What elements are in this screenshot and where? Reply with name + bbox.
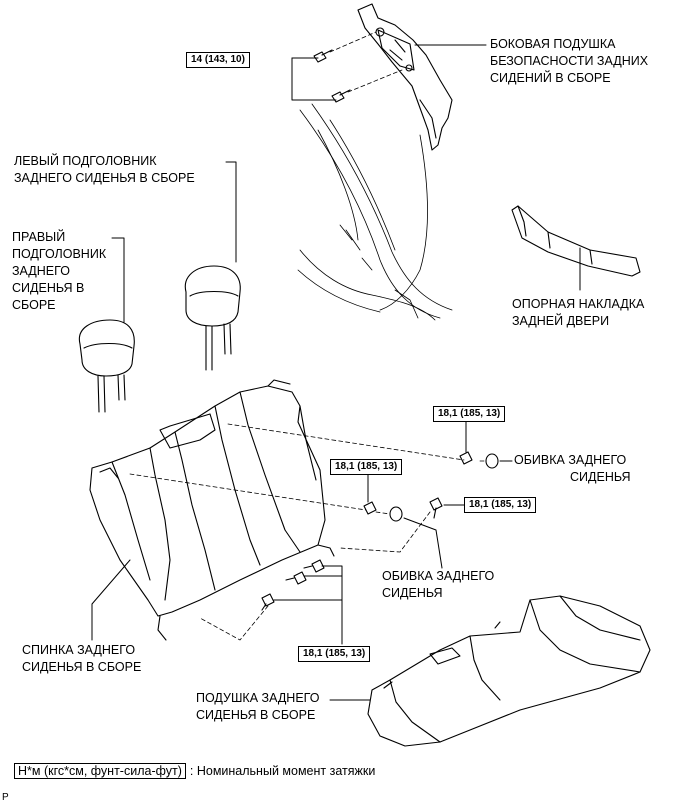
- seatback-part: [89, 379, 335, 641]
- legend-unit-box: Н*м (кгс*см, фунт-сила-фут): [14, 763, 186, 779]
- door-scuff-plate-part: [511, 205, 641, 277]
- torque-spec-side-bolt: 18,1 (185, 13): [464, 497, 537, 513]
- side-airbag-part: [357, 3, 453, 151]
- torque-legend: Н*м (кгс*см, фунт-сила-фут): Номинальный…: [14, 763, 376, 779]
- seat-cushion-part: [367, 595, 651, 747]
- assembly-dashed-lines: [129, 31, 487, 641]
- fastener-bolts: [261, 49, 499, 611]
- torque-spec-upper-nut: 18,1 (185, 13): [433, 406, 506, 422]
- torque-spec-middle-nut: 18,1 (185, 13): [330, 459, 403, 475]
- torque-spec-airbag-bolts: 14 (143, 10): [186, 52, 250, 68]
- left-headrest-part: [184, 265, 241, 371]
- legend-description: : Номинальный момент затяжки: [189, 764, 376, 778]
- leader-lines: [91, 44, 581, 701]
- body-panel-lines: [297, 103, 453, 321]
- corner-mark: P: [2, 792, 9, 803]
- torque-spec-lower-bolts: 18,1 (185, 13): [298, 646, 371, 662]
- right-headrest-part: [78, 319, 135, 413]
